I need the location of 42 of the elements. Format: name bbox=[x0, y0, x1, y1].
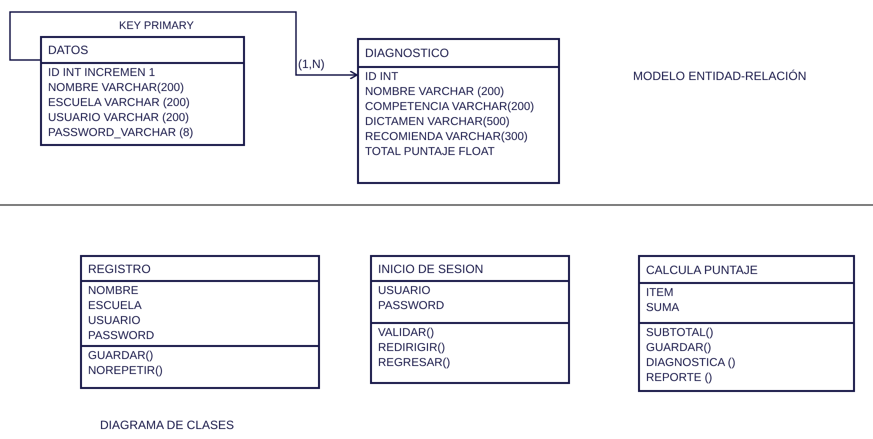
member-text: NOREPETIR() bbox=[88, 364, 163, 379]
member-text: COMPETENCIA VARCHAR(200) bbox=[365, 100, 534, 115]
member-text: REDIRIGIR() bbox=[378, 341, 446, 356]
member-text: ITEM bbox=[646, 286, 674, 301]
member-text: REGRESAR() bbox=[378, 356, 450, 371]
member-text: NOMBRE bbox=[88, 284, 138, 299]
diagram-caption: MODELO ENTIDAD-RELACIÓN bbox=[633, 68, 806, 85]
member-text: GUARDAR() bbox=[88, 349, 154, 364]
member-text: RECOMIENDA VARCHAR(300) bbox=[365, 130, 528, 145]
member-text: PASSWORD bbox=[378, 299, 444, 314]
member-text: DICTAMEN VARCHAR(500) bbox=[365, 115, 510, 130]
member-text: PASSWORD bbox=[88, 329, 154, 344]
member-text: ID INT INCREMEN 1 bbox=[48, 66, 156, 81]
member-text: TOTAL PUNTAJE FLOAT bbox=[365, 145, 495, 160]
cardinality-label: (1,N) bbox=[298, 56, 325, 73]
member-text: SUBTOTAL() bbox=[646, 326, 714, 341]
member-text: PASSWORD_VARCHAR (8) bbox=[48, 126, 194, 141]
member-text: ESCUELA bbox=[88, 299, 142, 314]
class-name: DIAGNOSTICO bbox=[365, 45, 450, 62]
member-text: REPORTE () bbox=[646, 371, 712, 386]
member-text: ESCUELA VARCHAR (200) bbox=[48, 96, 190, 111]
diagram-caption: DIAGRAMA DE CLASES bbox=[100, 417, 234, 434]
member-text: USUARIO bbox=[378, 284, 430, 299]
class-box bbox=[638, 255, 855, 392]
member-text: DIAGNOSTICA () bbox=[646, 356, 736, 371]
class-name: CALCULA PUNTAJE bbox=[646, 262, 758, 278]
class-box bbox=[40, 36, 245, 146]
member-text: VALIDAR() bbox=[378, 326, 434, 341]
member-text: GUARDAR() bbox=[646, 341, 712, 356]
class-box bbox=[357, 38, 560, 184]
class-name: INICIO DE SESION bbox=[378, 260, 484, 278]
class-box bbox=[370, 255, 570, 384]
member-text: USUARIO VARCHAR (200) bbox=[48, 111, 190, 126]
member-text: USUARIO bbox=[88, 314, 140, 329]
class-box bbox=[80, 255, 320, 389]
class-name: REGISTRO bbox=[88, 260, 151, 278]
member-text: ID INT bbox=[365, 70, 398, 85]
member-text: NOMBRE VARCHAR(200) bbox=[48, 81, 184, 96]
relationship-arrow bbox=[9, 11, 358, 80]
member-text: NOMBRE VARCHAR (200) bbox=[365, 85, 504, 100]
member-text: SUMA bbox=[646, 301, 680, 316]
class-name: DATOS bbox=[48, 42, 88, 59]
